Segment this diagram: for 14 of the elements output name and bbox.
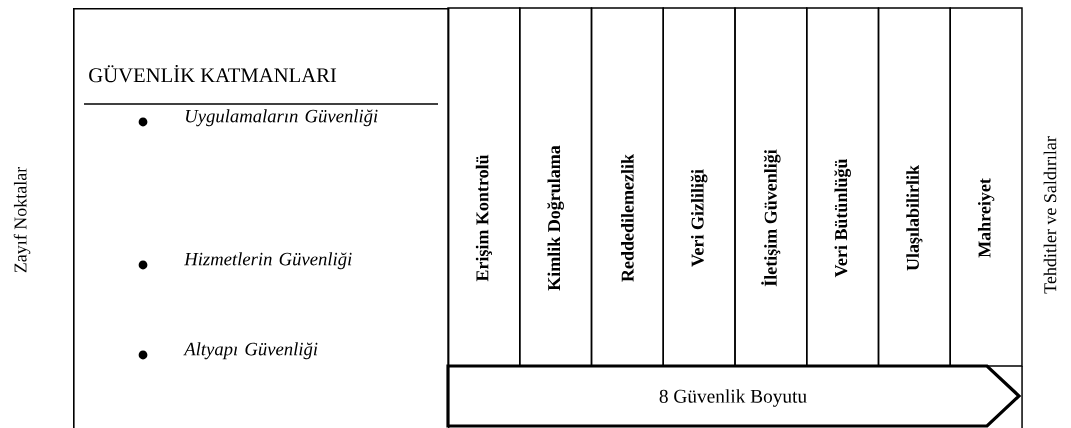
dimension-column: Erişim Kontrolü — [447, 7, 521, 367]
dimension-column: İletişim Güvenliği — [734, 7, 808, 367]
list-item: Hizmetlerin Güvenliği — [184, 252, 352, 270]
dimension-column: Veri Gizliliği — [662, 7, 736, 367]
side-label: Zayıf Noktalar — [13, 166, 31, 273]
dimension-column: Mahreiyet — [949, 7, 1023, 367]
list-item: Altyapı Güvenliği — [183, 342, 318, 360]
node-label: 8 Güvenlik Boyutu — [659, 389, 807, 407]
dimension-column: Reddedilemezlik — [590, 7, 664, 367]
dimension-column: Kimlik Doğrulama — [519, 7, 593, 367]
list-item: Uygulamaların Güvenliği — [186, 109, 378, 127]
dimension-column: Veri Bütünlüğü — [806, 7, 880, 367]
side-label: Tehditler ve Saldırılar — [1043, 136, 1057, 294]
dimension-column: Ulaşılabilirlik — [877, 7, 951, 367]
